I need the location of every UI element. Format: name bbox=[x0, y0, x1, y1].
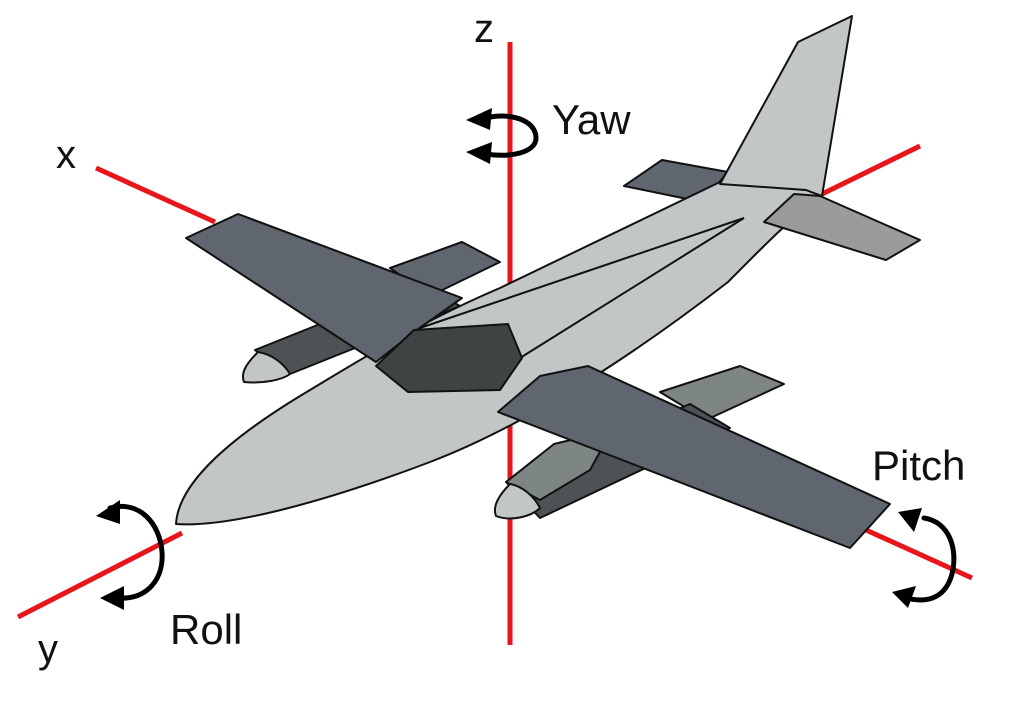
roll-label: Roll bbox=[170, 606, 242, 653]
pitch-label: Pitch bbox=[872, 442, 965, 489]
y-axis-line bbox=[16, 530, 184, 620]
right-wing bbox=[497, 365, 891, 549]
pitch-arrow bbox=[892, 508, 957, 608]
y-axis-label: y bbox=[38, 627, 58, 671]
vertical-tail bbox=[719, 15, 853, 197]
z-axis-label: z bbox=[474, 7, 494, 51]
fuselage-spine bbox=[413, 217, 745, 331]
aircraft bbox=[175, 15, 921, 549]
canopy bbox=[375, 323, 523, 393]
right-stabilizer bbox=[763, 193, 921, 261]
x-axis-line-left bbox=[94, 165, 217, 225]
right-engine-spinner bbox=[494, 483, 541, 520]
roll-arrow bbox=[96, 500, 165, 610]
x-axis-label: x bbox=[56, 133, 76, 177]
x-axis-line-right bbox=[816, 143, 922, 199]
yaw-label: Yaw bbox=[552, 96, 631, 143]
left-wing bbox=[185, 213, 463, 363]
fuselage-spine-lower bbox=[519, 217, 745, 359]
yaw-arrow bbox=[466, 108, 539, 164]
left-engine-spinner bbox=[242, 351, 291, 384]
